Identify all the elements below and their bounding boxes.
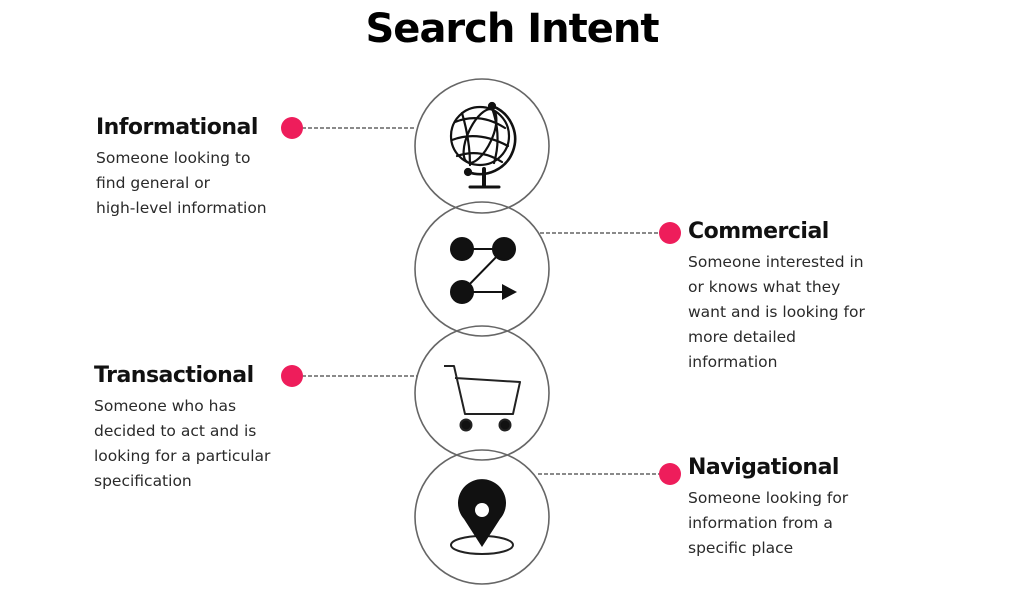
intent-description: Someone who has decided to act and is lo… [94,397,271,490]
intent-description: Someone looking for information from a s… [688,489,849,557]
informational-dot [281,117,303,139]
intent-transactional: Transactional Someone who has decided to… [94,363,270,494]
commercial-dot [659,222,681,244]
transactional-dot [281,365,303,387]
circle-commercial [414,201,550,337]
path-arrow-icon [450,237,517,304]
circle-informational [414,78,550,214]
globe-icon [449,101,517,189]
navigational-dot [659,463,681,485]
intent-navigational: Navigational Someone looking for informa… [688,455,848,561]
circle-transactional [414,325,550,461]
intent-description: Someone interested in or knows what they… [688,253,865,371]
circle-navigational [414,449,550,585]
intent-title: Navigational [688,455,839,480]
page-title: Search Intent [365,6,660,52]
shopping-cart-icon [444,365,521,432]
intent-description: Someone looking to find general or high-… [96,149,267,217]
intent-title: Transactional [94,363,254,388]
intent-title: Commercial [688,219,829,244]
intent-informational: Informational Someone looking to find ge… [96,115,267,221]
map-pin-icon [450,479,514,555]
intent-commercial: Commercial Someone interested in or know… [688,219,865,375]
intent-title: Informational [96,115,258,140]
